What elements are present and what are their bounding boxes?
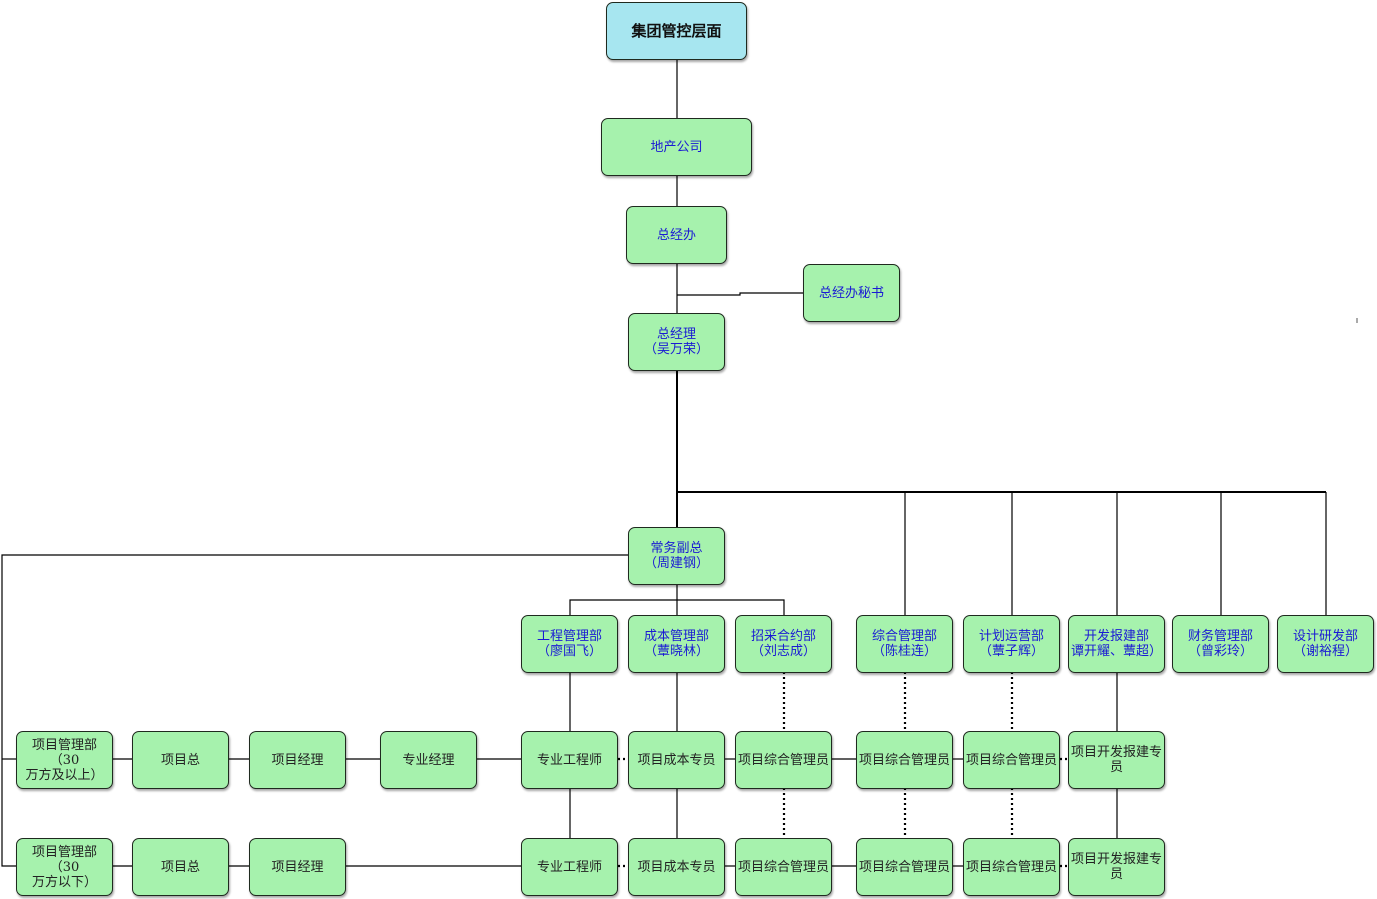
node-specialty-engineer: 专业工程师: [521, 838, 618, 896]
node-cost-specialist: 项目成本专员: [628, 838, 725, 896]
node-planning-dept: 计划运营部 （蕈子辉）: [963, 615, 1060, 673]
node-label: 专业工程师: [536, 859, 602, 875]
node-development-specialist: 项目开发报建专 员: [1068, 731, 1165, 789]
node-label: 综合管理部 （陈桂连）: [871, 629, 937, 659]
node-label: 项目成本专员: [637, 752, 716, 768]
node-label: 财务管理部 （曾彩玲）: [1187, 629, 1253, 659]
node-label: 地产公司: [650, 139, 703, 155]
node-label: 项目综合管理员: [738, 752, 830, 768]
node-project-manager: 项目经理: [249, 838, 346, 896]
node-procurement-dept: 招采合约部 （刘志成）: [735, 615, 832, 673]
node-label: 专业工程师: [536, 752, 602, 768]
node-admin-dept: 综合管理部 （陈桂连）: [856, 615, 953, 673]
node-project-head: 项目总: [132, 838, 229, 896]
node-project-manager: 项目经理: [249, 731, 346, 789]
node-label: 项目经理: [271, 859, 324, 875]
node-development-dept: 开发报建部 谭开耀、蕈超）: [1068, 615, 1165, 673]
node-label: 总经理 （吴万荣）: [643, 327, 709, 357]
node-real-estate-company: 地产公司: [601, 118, 752, 176]
node-label: 项目开发报建专 员: [1071, 745, 1163, 775]
node-specialty-engineer: 专业工程师: [521, 731, 618, 789]
node-label: 项目综合管理员: [966, 859, 1058, 875]
node-cost-specialist: 项目成本专员: [628, 731, 725, 789]
node-cost-dept: 成本管理部 （蕈晓林）: [628, 615, 725, 673]
node-engineering-dept: 工程管理部 （廖国飞）: [521, 615, 618, 673]
node-label: 项目管理部（30 万方以下）: [31, 844, 97, 890]
node-gm-secretary: 总经办秘书: [803, 264, 900, 322]
node-label: 项目综合管理员: [738, 859, 830, 875]
node-label: 项目总: [160, 859, 200, 875]
node-label: 常务副总 （周建钢）: [643, 541, 709, 571]
node-project-dept-small: 项目管理部（30 万方以下）: [16, 838, 113, 896]
node-label: 成本管理部 （蕈晓林）: [643, 629, 709, 659]
node-label: 项目开发报建专 员: [1071, 852, 1163, 882]
node-exec-vp: 常务副总 （周建钢）: [628, 527, 725, 585]
node-procurement-admin: 项目综合管理员: [735, 731, 832, 789]
node-label: 开发报建部 谭开耀、蕈超）: [1071, 629, 1163, 659]
node-project-head: 项目总: [132, 731, 229, 789]
node-planning-admin: 项目综合管理员: [963, 838, 1060, 896]
node-planning-admin: 项目综合管理员: [963, 731, 1060, 789]
node-label: 集团管控层面: [631, 21, 722, 40]
node-label: 招采合约部 （刘志成）: [750, 629, 816, 659]
node-label: 项目成本专员: [637, 859, 716, 875]
node-label: 工程管理部 （廖国飞）: [536, 629, 602, 659]
node-label: 计划运营部 （蕈子辉）: [978, 629, 1044, 659]
node-development-specialist: 项目开发报建专 员: [1068, 838, 1165, 896]
node-procurement-admin: 项目综合管理员: [735, 838, 832, 896]
node-label: 项目综合管理员: [859, 752, 951, 768]
node-label: 总经办秘书: [818, 285, 884, 301]
node-label: 项目综合管理员: [966, 752, 1058, 768]
node-gm-office: 总经办: [626, 206, 727, 264]
node-design-dept: 设计研发部 （谢裕程）: [1277, 615, 1374, 673]
node-label: 设计研发部 （谢裕程）: [1292, 629, 1358, 659]
node-admin-admin: 项目综合管理员: [856, 731, 953, 789]
node-label: 项目总: [160, 752, 200, 768]
node-specialty-manager: 专业经理: [380, 731, 477, 789]
node-general-manager: 总经理 （吴万荣）: [628, 313, 725, 371]
node-label: 项目管理部（30 万方及以上）: [25, 737, 104, 783]
node-finance-dept: 财务管理部 （曾彩玲）: [1172, 615, 1269, 673]
node-label: 项目经理: [271, 752, 324, 768]
node-admin-admin: 项目综合管理员: [856, 838, 953, 896]
node-label: 专业经理: [402, 752, 455, 768]
node-group-level: 集团管控层面: [606, 2, 747, 60]
node-label: 总经办: [656, 227, 696, 243]
node-label: 项目综合管理员: [859, 859, 951, 875]
node-project-dept-large: 项目管理部（30 万方及以上）: [16, 731, 113, 789]
